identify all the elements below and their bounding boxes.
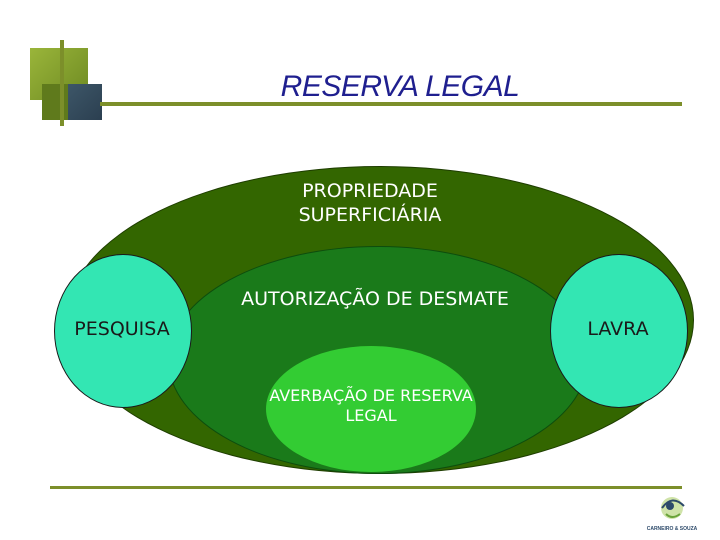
inner-label: AVERBAÇÃO DE RESERVA LEGAL <box>269 386 473 425</box>
decor-square-dark-green <box>42 84 70 120</box>
left-circle <box>54 254 192 408</box>
page-title: RESERVA LEGAL <box>280 70 520 103</box>
outer-label: PROPRIEDADE SUPERFICIÁRIA <box>298 180 442 226</box>
right-label: LAVRA <box>587 318 649 340</box>
title-underline <box>100 102 682 106</box>
decor-square-slate <box>68 84 102 120</box>
company-logo-icon <box>661 497 685 519</box>
middle-label: AUTORIZAÇÃO DE DESMATE <box>241 288 509 310</box>
decor-vertical-line <box>60 40 64 126</box>
right-circle <box>550 254 688 408</box>
left-label: PESQUISA <box>74 318 170 340</box>
bottom-rule <box>50 486 682 489</box>
logo-text: CARNEIRO & SOUZA <box>646 526 698 532</box>
inner-ellipse <box>266 346 476 472</box>
